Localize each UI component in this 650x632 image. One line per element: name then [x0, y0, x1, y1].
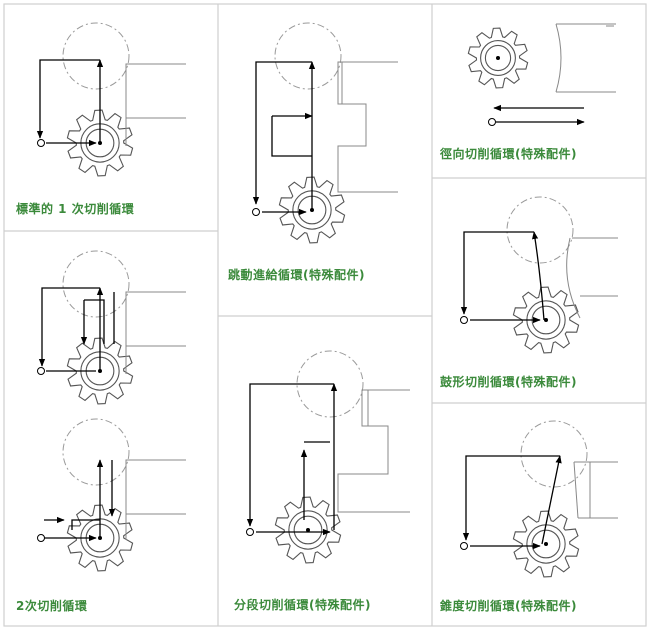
panel-segmented-cycle: 分段切削循環(特殊配件) — [234, 350, 410, 612]
gear-cutter-icon — [512, 286, 580, 354]
start-point — [37, 139, 45, 147]
gear-cutter-icon — [512, 510, 580, 578]
panel-crowning-cycle: 鼓形切削循環(特殊配件) — [440, 196, 618, 389]
phantom-circle — [62, 22, 130, 90]
gear-center — [496, 56, 500, 60]
panel-skip-feed: 跳動進給循環(特殊配件) — [228, 22, 398, 282]
gear-bore — [293, 515, 323, 545]
tool-path — [36, 59, 104, 147]
panel-radial-cycle: 徑向切削循環(特殊配件) — [439, 23, 616, 161]
panel-taper-cycle: 錐度切削循環(特殊配件) — [440, 420, 618, 613]
caption-p1: 標準的 1 次切削循環 — [16, 201, 135, 216]
caption-p3: 跳動進給循環(特殊配件) — [228, 267, 365, 282]
gear-center — [544, 318, 548, 322]
gear-bore — [484, 44, 512, 72]
gear-cutter-icon — [467, 27, 529, 89]
gear-center — [306, 528, 310, 532]
gear-center — [544, 542, 548, 546]
gear-cutter-icon — [274, 496, 342, 564]
workpiece-outline — [125, 63, 186, 146]
caption-p4: 分段切削循環(特殊配件) — [234, 597, 371, 612]
caption-p7: 錐度切削循環(特殊配件) — [440, 598, 577, 613]
caption-p5: 徑向切削循環(特殊配件) — [439, 146, 577, 161]
caption-p2: 2次切削循環 — [16, 598, 88, 613]
gear-bore — [531, 529, 561, 559]
panel-standard-cycle: 標準的 1 次切削循環 — [16, 22, 186, 216]
panel-grid — [3, 3, 647, 627]
panel-double-cycle: 2次切削循環 — [16, 250, 186, 613]
caption-p6: 鼓形切削循環(特殊配件) — [440, 374, 577, 389]
